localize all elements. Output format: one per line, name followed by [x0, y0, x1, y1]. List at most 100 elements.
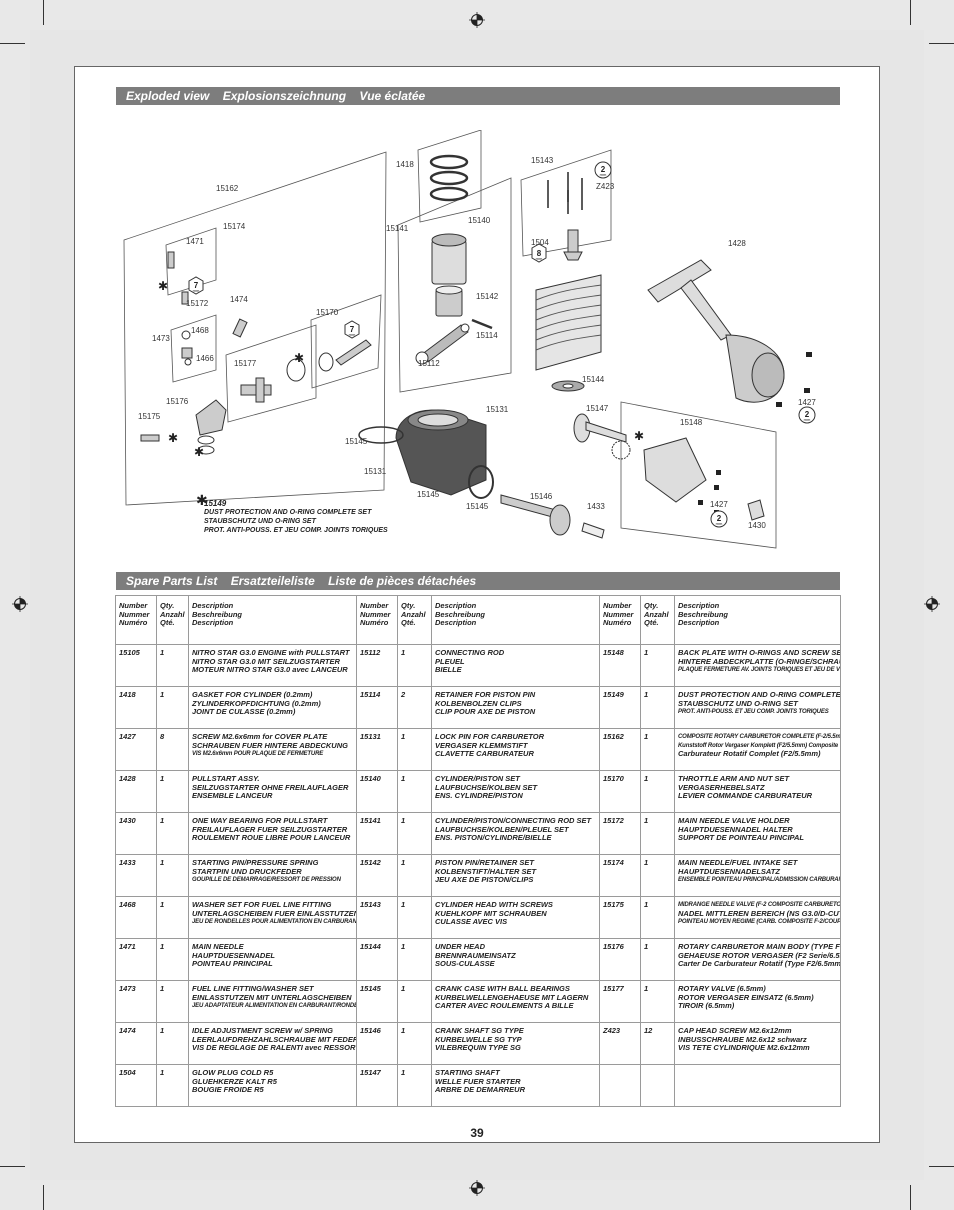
description-line: LOCK PIN FOR CARBURETOR	[435, 732, 545, 741]
part-number-cell: 15175	[599, 896, 641, 939]
quantity-cell: 1	[397, 896, 432, 939]
rotary-subpanel	[225, 324, 317, 423]
heading-de: Explosionszeichnung	[222, 89, 347, 103]
part-number-cell: 15174	[599, 854, 641, 897]
description-line: INBUSSCHRAUBE M2.6x12 schwarz	[678, 1034, 807, 1044]
part-number-cell: 1428	[115, 770, 157, 813]
description-line: CRANK CASE WITH BALL BEARINGS	[435, 984, 570, 993]
description-line: MOTEUR NITRO STAR G3.0 avec LANCEUR	[192, 665, 348, 675]
callout-label: 15146	[530, 492, 553, 501]
description-cell: MIDRANGE NEEDLE VALVE (F-2 COMPOSITE CAR…	[674, 896, 841, 939]
description-cell	[674, 1064, 841, 1107]
part-number-cell: Z423	[599, 1022, 641, 1065]
description-line: MAIN NEEDLE	[192, 942, 244, 951]
part-number-cell: 15177	[599, 980, 641, 1023]
callout-label: 15112	[418, 359, 440, 368]
description-line: SCHRAUBEN FUER HINTERE ABDECKUNG	[192, 740, 348, 750]
part-number-cell: 15146	[356, 1022, 398, 1065]
quantity-cell: 1	[156, 938, 189, 981]
callout-label: 15142	[476, 292, 499, 301]
description-line: Carter De Carburateur Rotatif (Type F2/6…	[678, 959, 841, 969]
quantity-cell: 1	[397, 854, 432, 897]
description-line: RETAINER FOR PISTON PIN	[435, 690, 536, 699]
crop-mark	[910, 1185, 911, 1210]
quantity-cell: 1	[156, 770, 189, 813]
description-line: STARTING PIN/PRESSURE SPRING	[192, 858, 319, 867]
callout-label: 1504	[531, 238, 549, 247]
crop-mark	[0, 43, 25, 44]
callout-label: 1427	[798, 398, 816, 407]
description-line: ENSEMBLE LANCEUR	[192, 791, 273, 801]
callout-label: 1468	[191, 326, 209, 335]
heading-de: Ersatzteileliste	[230, 574, 315, 588]
callout-label: Z423	[596, 182, 615, 191]
description-line: GOUPILLE DE DEMARRAGE/RESSORT DE PRESSIO…	[192, 877, 341, 884]
callout-label: 15147	[586, 404, 609, 413]
quantity-cell: 1	[397, 770, 432, 813]
quantity-cell: 2	[397, 686, 432, 729]
description-line: HAUPTDUESENNADELSATZ	[678, 866, 780, 876]
callout-label: 1430	[748, 521, 766, 530]
callout-label: 15145	[345, 437, 368, 446]
description-line: LAUFBUCHSE/KOLBEN/PLEUEL SET	[435, 824, 569, 834]
quantity-cell: 1	[397, 1064, 432, 1107]
footnote-line: STAUBSCHUTZ UND O-RING SET	[204, 518, 316, 525]
tool-unit-label: mm	[716, 521, 723, 526]
description-line: JOINT DE CULASSE (0.2mm)	[192, 707, 296, 717]
screw-panel	[520, 149, 612, 257]
callout-label: 15131	[486, 405, 509, 414]
part-number-cell: 15142	[356, 854, 398, 897]
hex-tool-badge-7	[188, 276, 204, 295]
cylinder-panel	[397, 177, 512, 393]
description-line: LEVIER COMMANDE CARBURATEUR	[678, 791, 813, 801]
gasket-panel	[417, 130, 482, 223]
tool-unit-label: mm	[536, 256, 543, 261]
quantity-cell: 1	[640, 980, 675, 1023]
star-marker-icon: ✱	[634, 429, 644, 443]
description-line: CRANK SHAFT SG TYPE	[435, 1026, 524, 1035]
callout-label: 1474	[230, 295, 248, 304]
description-line: KURBELWELLE SG TYP	[435, 1034, 522, 1044]
description-line: HINTERE ABDECKPLATTE (O-RINGE/SCHRAUBEN)	[678, 656, 840, 666]
description-line: POINTEAU PRINCIPAL	[192, 959, 273, 969]
callout-label: 1433	[587, 502, 605, 511]
description-line: VERGASER KLEMMSTIFT	[435, 740, 528, 750]
description-line: STARTPIN UND DRUCKFEDER	[192, 866, 302, 876]
quantity-cell: 1	[640, 896, 675, 939]
description-line: GASKET FOR CYLINDER (0.2mm)	[192, 690, 313, 699]
quantity-cell: 1	[397, 812, 432, 855]
description-line: CLAVETTE CARBURATEUR	[435, 749, 534, 759]
needle-subpanel	[165, 227, 217, 296]
heading-en: Exploded view	[126, 89, 210, 103]
callout-label: 1428	[728, 239, 746, 248]
hex-tool-badge-8	[531, 243, 547, 263]
description-line: POINTEAU MOYEN REGIME (CARB. COMPOSITE F…	[678, 919, 841, 926]
part-number-cell: 1474	[115, 1022, 157, 1065]
quantity-cell: 1	[640, 938, 675, 981]
callout-label: 15174	[223, 222, 246, 231]
description-line: NITRO STAR G3.0 MIT SEILZUGSTARTER	[192, 656, 340, 666]
part-number-cell: 15143	[356, 896, 398, 939]
tool-size-label: 2	[805, 410, 810, 419]
footnote-line: PROT. ANTI-POUSS. ET JEU COMP. JOINTS TO…	[204, 527, 388, 534]
description-line: MIDRANGE NEEDLE VALVE (F-2 COMPOSITE CAR…	[678, 902, 841, 908]
star-marker-icon: ✱	[168, 431, 178, 445]
description-line: STAUBSCHUTZ UND O-RING SET	[678, 698, 798, 708]
part-number-cell: 15114	[356, 686, 398, 729]
part-number-cell: 15176	[599, 938, 641, 981]
description-line: ZYLINDERKOPFDICHTUNG (0.2mm)	[192, 698, 321, 708]
